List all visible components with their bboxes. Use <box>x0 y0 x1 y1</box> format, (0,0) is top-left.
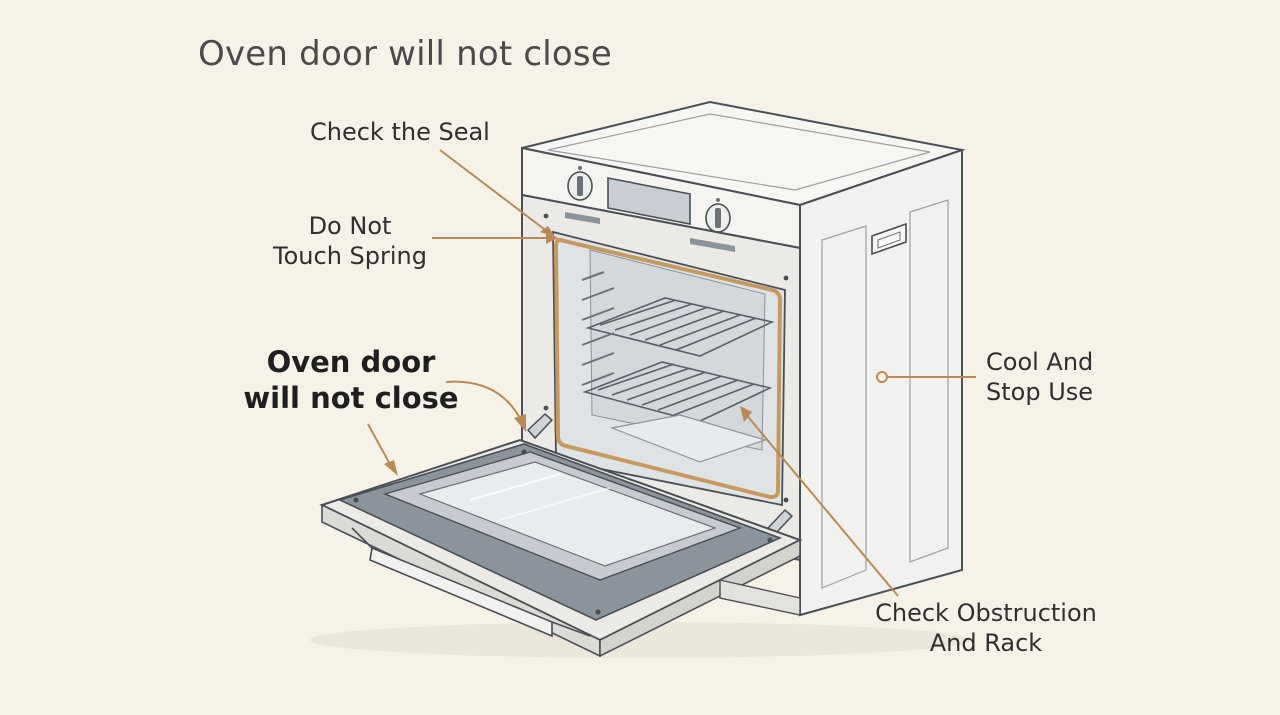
label-oven-door: Oven door will not close <box>240 344 462 416</box>
lower-rack <box>582 361 773 423</box>
label-cool-line-2: Stop Use <box>986 378 1094 406</box>
callout-door-line-2 <box>367 423 393 469</box>
label-door-line-2: will not close <box>243 381 459 415</box>
cool-marker-icon <box>876 371 888 383</box>
oven-base <box>719 579 801 616</box>
bottom-tray <box>609 414 767 463</box>
floor-shadow <box>310 622 970 658</box>
label-obst-line-1: Check Obstruction <box>875 599 1097 627</box>
label-spring-line-1: Do Not <box>308 212 392 240</box>
label-check-obstruction: Check Obstruction And Rack <box>866 598 1106 658</box>
door-glass <box>418 461 717 567</box>
vent-slot-right <box>690 238 735 252</box>
callout-lines <box>367 149 976 597</box>
label-spring-line-2: Touch Spring <box>273 242 427 270</box>
door-edge-right <box>599 538 801 658</box>
side-panel-right <box>909 199 949 563</box>
display-window <box>607 177 691 225</box>
side-panel-left <box>821 225 867 589</box>
door-handle <box>369 546 553 638</box>
callout-door-line <box>445 380 523 423</box>
label-check-seal: Check the Seal <box>310 118 490 146</box>
vent-slot-left <box>565 212 600 224</box>
door-seal <box>553 237 783 500</box>
label-obst-line-2: And Rack <box>929 629 1043 657</box>
label-do-not-touch-spring: Do Not Touch Spring <box>262 211 438 271</box>
arrow-door2-icon <box>384 460 398 476</box>
rack-rails <box>581 271 615 386</box>
label-cool-line-1: Cool And <box>986 348 1094 376</box>
side-handle-icon <box>871 222 907 256</box>
arrow-obst-icon <box>740 406 752 422</box>
callout-arrowheads <box>384 226 752 476</box>
upper-rack <box>585 297 775 357</box>
label-door-line-1: Oven door <box>266 345 436 379</box>
arrow-spring-icon <box>546 232 558 244</box>
oven-top-inner <box>547 113 931 191</box>
label-cool-and-stop: Cool And Stop Use <box>986 347 1093 407</box>
callout-obst-line <box>743 411 899 597</box>
page-title: Oven door will not close <box>198 34 612 74</box>
callout-seal-line <box>439 149 549 233</box>
arrow-door-icon <box>514 414 526 432</box>
hinge-left-icon <box>526 412 554 440</box>
side-handle-inner <box>877 231 901 249</box>
